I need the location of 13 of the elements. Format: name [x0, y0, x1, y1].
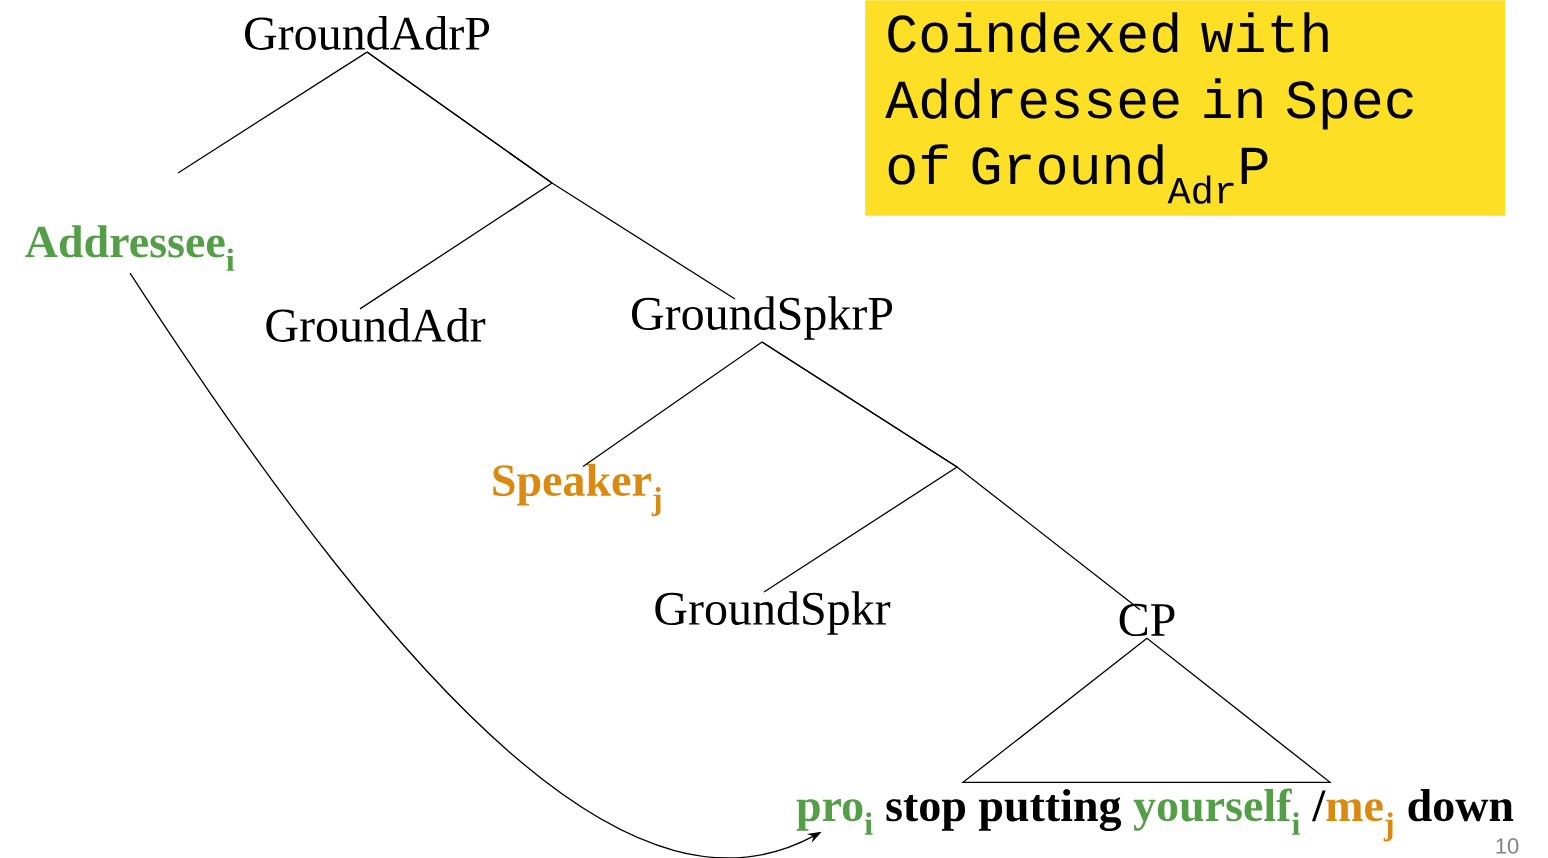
- page-number: 10: [1496, 838, 1519, 854]
- tree-branch: [177, 51, 368, 174]
- node-label: Addressee$_{i}$: [25, 225, 235, 271]
- tree-branch: [761, 341, 1141, 611]
- node-label: GroundAdrP: [245, 16, 490, 50]
- note-box: Coindexed with Addressee in Spec of Ground$_{Adr}$P: [865, 0, 1506, 216]
- tree-branch: [582, 341, 763, 468]
- node-label: CP: [1119, 603, 1175, 637]
- node-label: GroundSpkr: [655, 591, 891, 635]
- node-label: Speaker$_{j}$: [493, 463, 661, 517]
- node-label: GroundAdr: [266, 308, 486, 342]
- tree-branch: [366, 51, 736, 300]
- node-label: GroundSpkrP: [631, 296, 893, 340]
